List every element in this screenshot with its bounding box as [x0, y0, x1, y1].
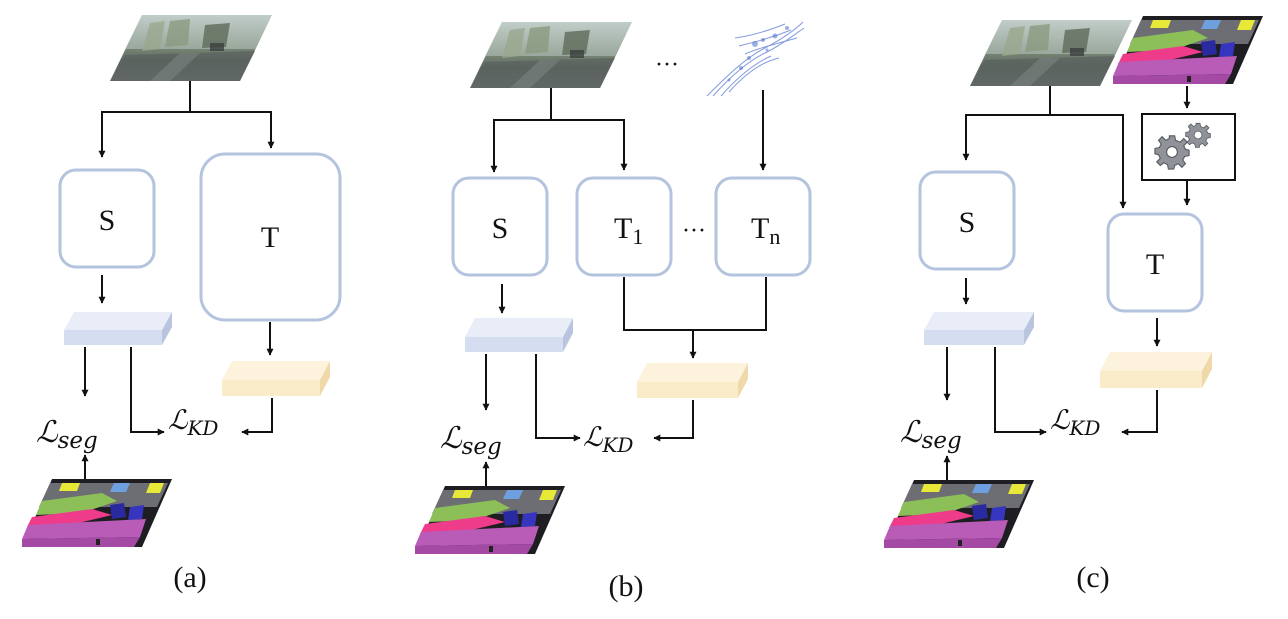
teacher-box-c — [1106, 212, 1204, 313]
panel-b: ··· S T1 ··· Tn ℒseg ℒKD — [415, 21, 812, 603]
teacher-feature-map-c — [1100, 352, 1212, 388]
caption-b: (b) — [609, 570, 644, 603]
teachern-label-b: Tn — [751, 212, 780, 249]
teachers-merge-b — [623, 277, 767, 331]
input-to-teacher-c — [1050, 114, 1127, 209]
feature-to-kd-a — [130, 347, 165, 436]
feature-to-kd-b — [535, 354, 581, 442]
teacher-label-a: T — [261, 221, 279, 254]
street-image-b — [470, 22, 632, 88]
caption-a: (a) — [173, 561, 206, 594]
input-to-student-c — [962, 114, 1050, 161]
street-image-c — [970, 20, 1132, 86]
student-box-a — [58, 168, 156, 269]
segmentation-map-b — [415, 486, 565, 554]
ellipsis-mid-b: ··· — [682, 218, 706, 244]
teacher-feature-map-a — [222, 361, 330, 396]
segmentation-map-c — [884, 480, 1034, 548]
street-image-a — [110, 15, 272, 81]
student-feature-map-c — [924, 312, 1034, 345]
loss-kd-a: ℒKD — [168, 405, 218, 440]
loss-seg-a: ℒseg — [36, 415, 98, 454]
student-box-c — [918, 170, 1016, 271]
teacher1-label-b: T1 — [614, 212, 643, 249]
student-box-b — [451, 176, 549, 277]
loss-kd-c: ℒKD — [1050, 405, 1100, 440]
gear-icon-small — [1185, 122, 1211, 148]
loss-kd-b: ℒKD — [583, 422, 633, 457]
student-label-c: S — [959, 206, 976, 239]
ellipsis-top-b: ··· — [655, 52, 679, 78]
student-label-a: S — [99, 204, 116, 237]
input-to-student-a — [98, 111, 190, 158]
caption-c: (c) — [1076, 561, 1109, 594]
panel-a: S T ℒseg ℒKD (a) — [22, 15, 342, 594]
gear-box-c — [1141, 113, 1236, 181]
segmentation-map-top-c — [1113, 16, 1263, 84]
feature-to-kd-c — [994, 347, 1047, 436]
input-to-teacher1-b — [551, 119, 628, 171]
panel-c: S T ℒseg ℒKD (c) — [884, 16, 1263, 594]
student-feature-map-a — [64, 312, 172, 345]
loss-seg-b: ℒseg — [440, 421, 502, 460]
student-label-b: S — [492, 212, 509, 245]
point-cloud-b — [706, 21, 805, 97]
gear-icon — [1154, 135, 1190, 170]
teacher-label-c: T — [1146, 248, 1164, 281]
teacher-feature-to-kd-a — [241, 398, 273, 436]
segmentation-map-a — [22, 479, 172, 547]
input-to-student-b — [490, 119, 551, 173]
teachern-box-b — [714, 176, 812, 277]
student-feature-map-b — [465, 318, 573, 352]
teacher1-box-b — [575, 176, 673, 277]
teacher-feature-map-b — [637, 363, 748, 398]
teacher-feature-to-kd-c — [1121, 390, 1158, 436]
input-to-teacher-a — [190, 111, 275, 149]
teacher-feature-to-kd-b — [653, 400, 694, 442]
teacher-box-a — [199, 152, 342, 322]
loss-seg-c: ℒseg — [900, 415, 962, 454]
